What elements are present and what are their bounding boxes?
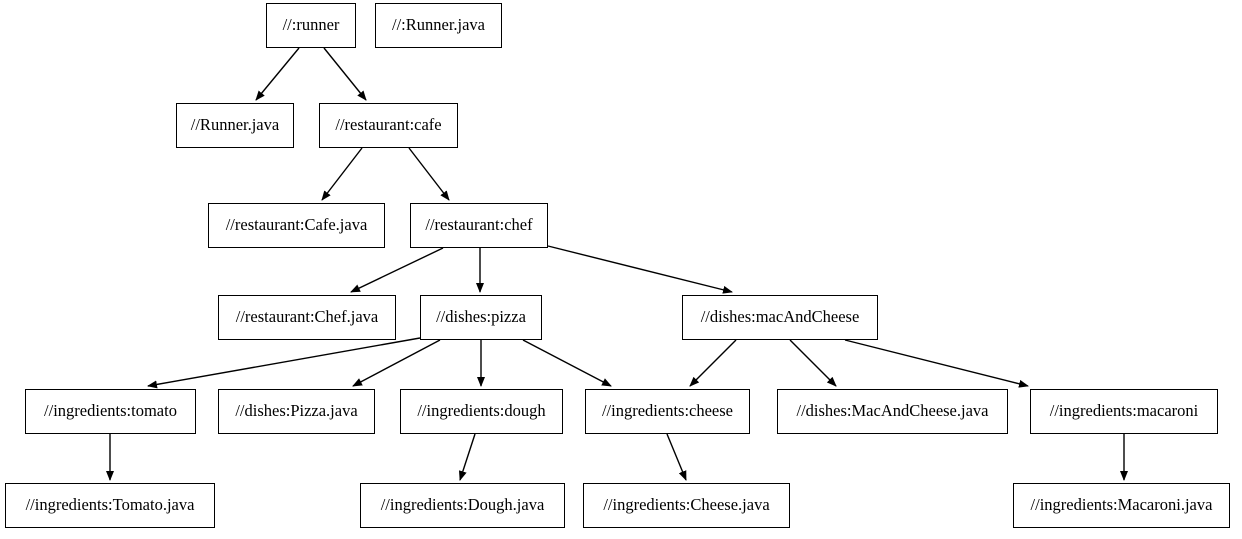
node-label: //ingredients:Tomato.java (25, 495, 195, 515)
graph-node-ing_dough[interactable]: //ingredients:dough (400, 389, 563, 434)
node-label: //Runner.java (190, 115, 280, 135)
graph-node-root_runner_java[interactable]: //:Runner.java (375, 3, 502, 48)
graph-node-ing_cheese[interactable]: //ingredients:cheese (585, 389, 750, 434)
node-label: //dishes:Pizza.java (235, 401, 358, 421)
node-label: //dishes:MacAndCheese.java (796, 401, 989, 421)
node-label: //restaurant:chef (425, 215, 533, 235)
node-label: //restaurant:cafe (335, 115, 442, 135)
graph-node-tomato_java[interactable]: //ingredients:Tomato.java (5, 483, 215, 528)
node-label: //restaurant:Cafe.java (225, 215, 368, 235)
node-label: //ingredients:Macaroni.java (1030, 495, 1213, 515)
graph-node-dishes_mac[interactable]: //dishes:macAndCheese (682, 295, 878, 340)
graph-node-cheese_java[interactable]: //ingredients:Cheese.java (583, 483, 790, 528)
node-label: //dishes:macAndCheese (700, 307, 860, 327)
node-label: //dishes:pizza (436, 307, 526, 327)
graph-node-restaurant_chef[interactable]: //restaurant:chef (410, 203, 548, 248)
graph-node-macaroni_java[interactable]: //ingredients:Macaroni.java (1013, 483, 1230, 528)
graph-node-mac_java[interactable]: //dishes:MacAndCheese.java (777, 389, 1008, 434)
graph-node-dishes_pizza[interactable]: //dishes:pizza (420, 295, 542, 340)
graph-node-dough_java[interactable]: //ingredients:Dough.java (360, 483, 565, 528)
graph-node-runner[interactable]: //:runner (266, 3, 356, 48)
graph-node-pizza_java[interactable]: //dishes:Pizza.java (218, 389, 375, 434)
node-label: //ingredients:cheese (601, 401, 734, 421)
node-label: //ingredients:Cheese.java (603, 495, 770, 515)
graph-node-runner_java[interactable]: //Runner.java (176, 103, 294, 148)
graph-node-restaurant_cafe[interactable]: //restaurant:cafe (319, 103, 458, 148)
graph-node-ing_macaroni[interactable]: //ingredients:macaroni (1030, 389, 1218, 434)
node-label: //:Runner.java (391, 15, 486, 35)
graph-node-ing_tomato[interactable]: //ingredients:tomato (25, 389, 196, 434)
node-label: //restaurant:Chef.java (235, 307, 379, 327)
node-label: //ingredients:macaroni (1049, 401, 1199, 421)
node-label: //ingredients:Dough.java (380, 495, 545, 515)
graph-node-cafe_java[interactable]: //restaurant:Cafe.java (208, 203, 385, 248)
graph-node-chef_java[interactable]: //restaurant:Chef.java (218, 295, 396, 340)
node-label: //:runner (282, 15, 340, 35)
node-label: //ingredients:dough (417, 401, 546, 421)
node-label: //ingredients:tomato (44, 401, 177, 421)
